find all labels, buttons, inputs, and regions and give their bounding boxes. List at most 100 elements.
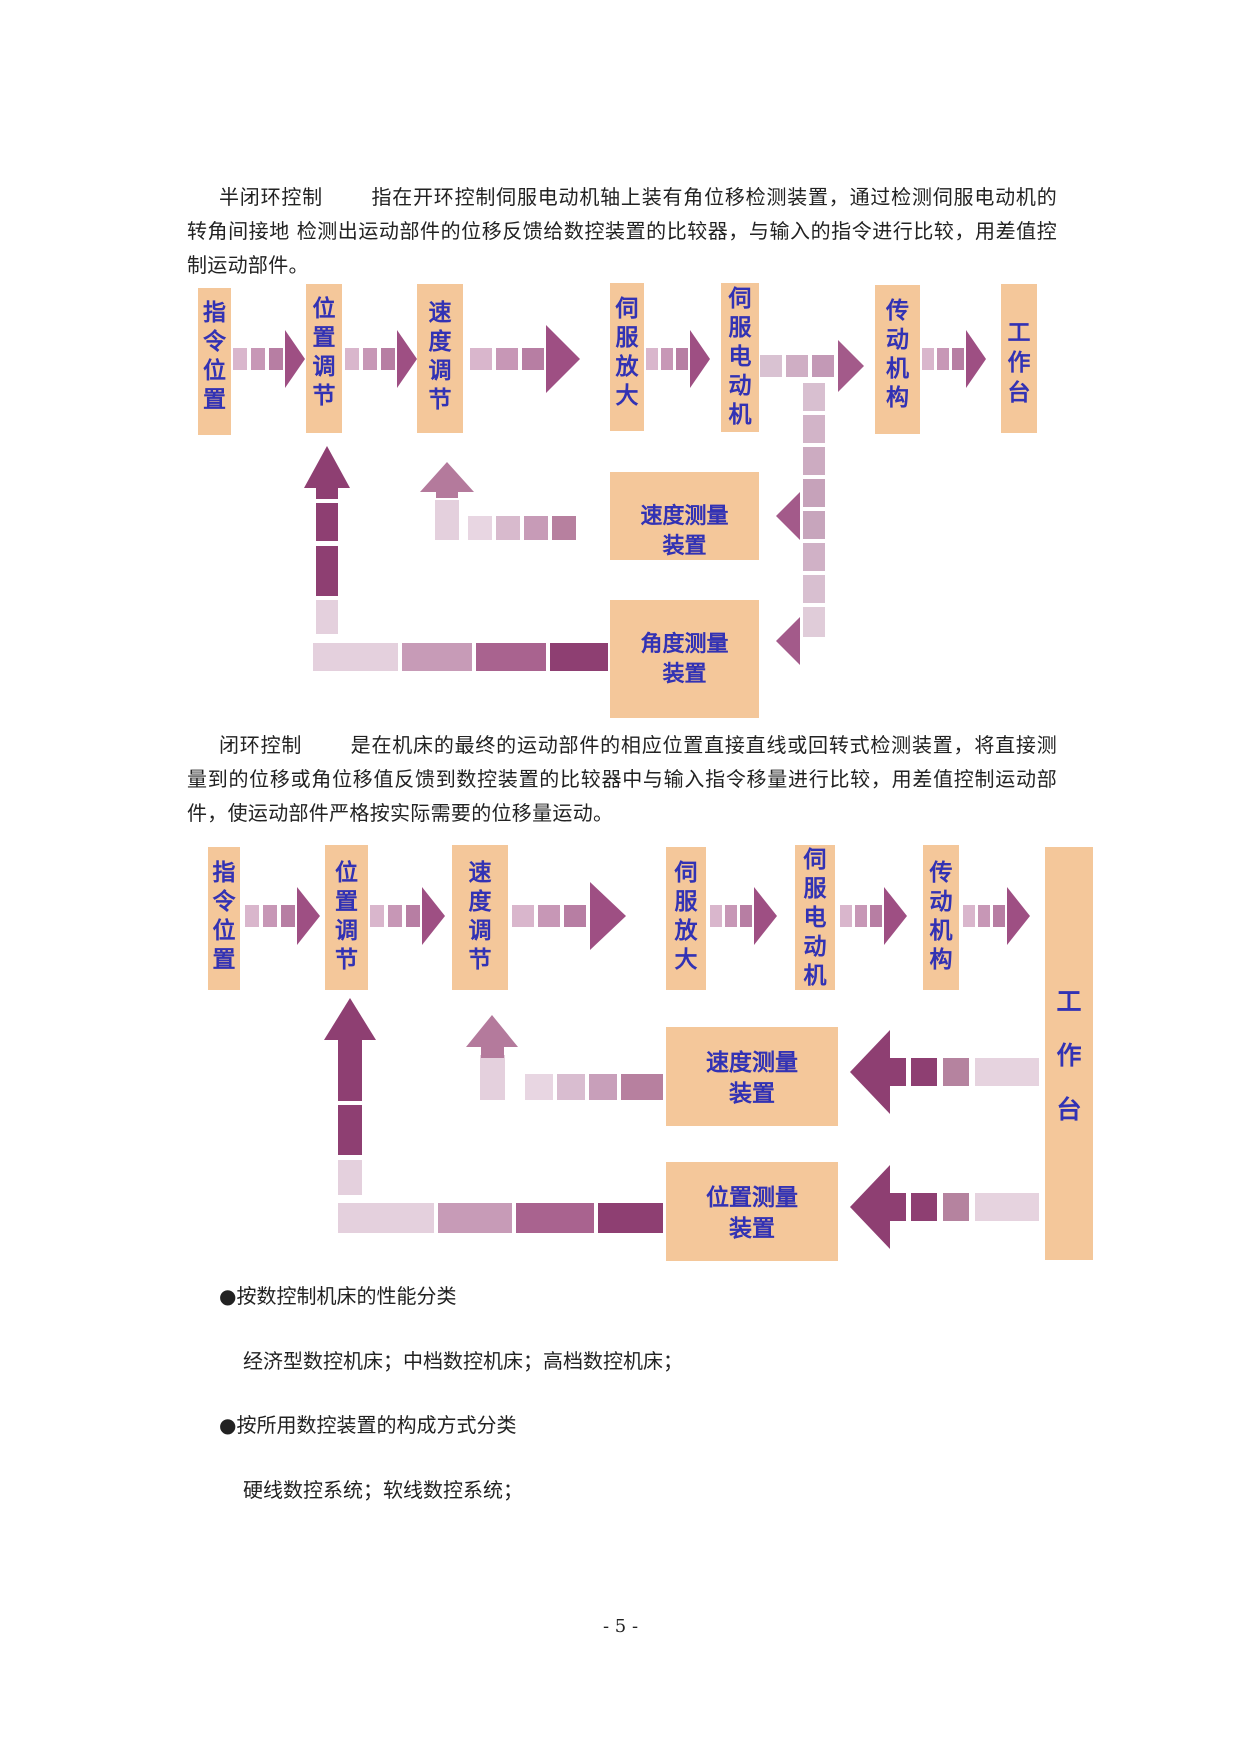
label-char: 工 — [1008, 320, 1031, 346]
label-char: 动 — [729, 373, 752, 399]
label-char: 动 — [930, 889, 953, 915]
label-char: 机 — [886, 356, 909, 382]
box-servo-amp-2 — [666, 847, 706, 990]
label-char: 工 — [1056, 987, 1081, 1016]
bullet-performance-detail: 经济型数控机床；中档数控机床；高档数控机床； — [243, 1346, 683, 1376]
arrow-pos-to-speed — [345, 330, 417, 388]
closed-text: 是在机床的最终的运动部件的相应位置直接直线或回转式检测装置，将直接测量到的位移或… — [187, 733, 1058, 825]
bullet-detail-1: 经济型数控机床；中档数控机床；高档数控机床； — [243, 1349, 683, 1373]
label-char: 节 — [429, 387, 452, 413]
label-char: 令 — [203, 328, 227, 355]
arrow-speed-to-amp — [470, 325, 580, 393]
label-char: 电 — [804, 905, 827, 931]
label-char: 服 — [616, 325, 640, 351]
label-char: 位 — [335, 859, 358, 886]
box-angle-measure-1 — [610, 600, 759, 718]
label-char: 调 — [313, 354, 336, 380]
label-transmission-1: 传动机构 — [885, 298, 909, 411]
label-char: 位置测量 — [706, 1184, 798, 1211]
arrow-motor-to-transmission — [760, 340, 864, 392]
box-servo-motor-2 — [795, 845, 835, 990]
label-char: 速 — [429, 299, 452, 326]
arrow2-motor-to-transmission — [840, 887, 907, 945]
label-char: 传 — [885, 298, 909, 324]
label-char: 放 — [615, 353, 640, 380]
label-char: 速 — [469, 859, 492, 886]
label-char: 度 — [429, 328, 453, 355]
box-pos-adjust-2 — [325, 845, 368, 990]
label-pos-adjust-2: 位置调节 — [335, 859, 358, 973]
feedback-column-1 — [776, 383, 825, 665]
label-char: 台 — [1056, 1095, 1081, 1124]
bullet-marker-1: ● — [219, 1284, 237, 1308]
label-char: 服 — [729, 315, 753, 341]
label-char: 度 — [469, 888, 493, 915]
forward-arrows-2 — [245, 882, 1030, 950]
box-servo-amp-1 — [610, 283, 644, 431]
bullet-device-detail: 硬线数控系统；软线数控系统； — [243, 1475, 523, 1505]
arrow2-command-to-pos — [245, 887, 320, 945]
label-char: 角度测量 — [640, 631, 728, 657]
label-char: 装置 — [662, 662, 706, 687]
label-char: 台 — [1008, 379, 1031, 406]
box-pos-adjust-1 — [306, 284, 342, 433]
label-char: 置 — [213, 947, 236, 973]
label-pos-adjust-1: 位置调节 — [313, 295, 336, 409]
label-char: 调 — [429, 358, 452, 384]
label-char: 大 — [675, 947, 698, 973]
box-transmission-2 — [923, 845, 959, 990]
label-char: 装置 — [729, 1081, 775, 1107]
label-char: 作 — [1008, 350, 1031, 376]
semi-closed-text: 指在开环控制伺服电动机轴上装有角位移检测装置，通过检测伺服电动机的转角间接地 检… — [187, 185, 1057, 277]
box-speed-measure-2 — [666, 1027, 838, 1126]
bullet-marker-2: ● — [219, 1413, 237, 1437]
label-servo-amp-2: 伺服放大 — [674, 860, 699, 973]
box-servo-motor-1 — [721, 283, 759, 432]
label-char: 置 — [203, 387, 226, 413]
label-char: 调 — [335, 918, 358, 944]
label-command-2: 指令位置 — [213, 860, 237, 973]
semi-closed-paragraph: 半闭环控制指在开环控制伺服电动机轴上装有角位移检测装置，通过检测伺服电动机的转角… — [187, 180, 1057, 282]
label-char: 装置 — [662, 534, 706, 559]
box-worktable-1 — [1001, 284, 1037, 433]
arrow-command-to-pos — [233, 330, 305, 388]
closed-title: 闭环控制 — [219, 733, 303, 757]
label-char: 伺 — [803, 847, 827, 873]
label-char: 伺 — [615, 296, 639, 322]
label-speed-measure-2: 速度测量装置 — [706, 1049, 798, 1107]
box-speed-adjust-2 — [452, 845, 508, 990]
label-char: 位 — [203, 357, 226, 384]
label-char: 指 — [213, 860, 236, 886]
label-char: 调 — [469, 918, 492, 944]
bullet-heading-1: 按数控制机床的性能分类 — [236, 1284, 457, 1308]
arrow-transmission-to-worktable — [922, 330, 986, 388]
label-char: 节 — [313, 383, 336, 409]
label-char: 置 — [313, 325, 336, 351]
position-feedback-2 — [324, 998, 1039, 1249]
label-char: 伺 — [728, 286, 752, 312]
page-number: - 5 - — [602, 1616, 639, 1637]
label-char: 机 — [804, 963, 827, 989]
label-speed-adjust-2: 速度调节 — [469, 859, 493, 973]
bullet-detail-2: 硬线数控系统；软线数控系统； — [243, 1478, 523, 1502]
label-char: 传 — [929, 860, 953, 886]
label-char: 作 — [1056, 1041, 1081, 1070]
label-char: 机 — [729, 402, 752, 428]
label-char: 大 — [616, 383, 639, 409]
forward-arrows-1 — [233, 325, 986, 393]
box-position-measure-2 — [666, 1162, 838, 1261]
label-servo-amp-1: 伺服放大 — [615, 296, 640, 409]
box-command-2 — [208, 847, 240, 990]
label-char: 构 — [930, 946, 953, 973]
label-char: 动 — [804, 934, 827, 960]
label-char: 位 — [313, 295, 336, 322]
label-servo-motor-1: 伺服电动机 — [728, 286, 753, 428]
box-speed-adjust-1 — [417, 284, 463, 433]
label-char: 构 — [886, 384, 909, 411]
label-position-measure-2: 位置测量装置 — [706, 1184, 798, 1242]
label-char: 节 — [335, 947, 358, 973]
label-transmission-2: 传动机构 — [929, 860, 953, 973]
label-speed-measure-1: 速度测量装置 — [640, 503, 728, 559]
